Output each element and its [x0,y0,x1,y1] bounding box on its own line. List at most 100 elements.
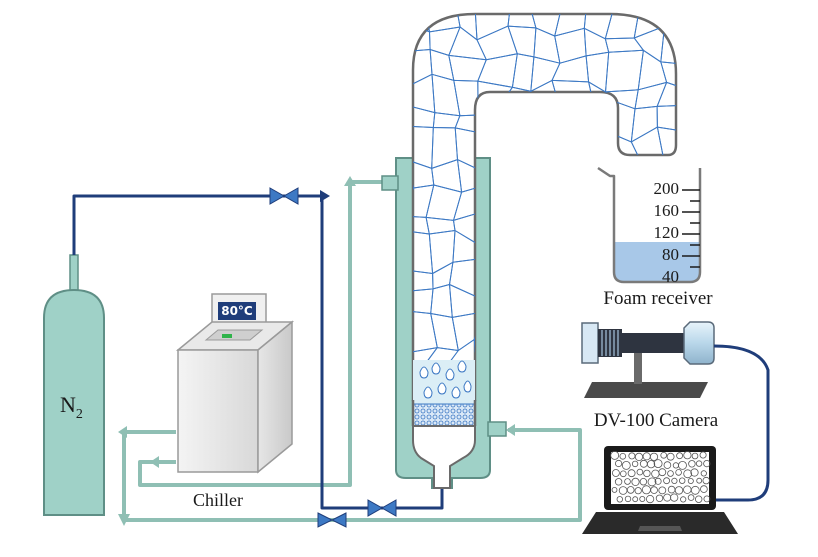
screen-bubble [639,495,646,502]
screen-bubble [683,469,693,479]
receiver-liquid [614,242,700,282]
foam-cell [533,138,561,170]
foam-cell [684,79,724,106]
screen-bubble [679,477,686,484]
screen-bubble [650,486,658,494]
camera-stand-post [634,352,642,384]
camera-stand-base [584,382,708,398]
foam-cell [531,211,569,236]
foam-cell [590,100,614,138]
screen-bubble [688,460,696,468]
screen-bubble [700,470,707,477]
gas-feed-line [72,194,444,510]
foam-cell [514,184,533,212]
screen-bubble [653,459,663,469]
screen-bubble [612,469,620,477]
foam-cell [537,419,567,445]
chiller-unit: 80°C Chiller [175,293,295,510]
camera-rig: DV-100 Camera [581,321,719,431]
foam-cell [501,365,529,400]
screen-bubble [691,452,699,460]
screen-bubble [687,494,695,501]
screen-bubble [680,496,687,503]
foam-cell [503,393,543,400]
foam-cell [477,100,504,141]
foam-cell [499,138,543,165]
screen-bubble [687,477,694,484]
gas-label: N2 [60,392,83,422]
screen-bubble [655,494,664,502]
laptop-foam-image [610,450,711,504]
foam-cell [565,386,586,400]
screen-bubble [675,469,682,476]
gas-valve-upper [269,187,299,205]
screen-bubble [690,485,700,495]
foam-cell [658,14,676,30]
foam-receiver-label: Foam receiver [603,288,713,309]
screen-bubble [639,478,648,486]
screen-bubble [702,476,710,485]
screen-bubble [658,486,667,495]
foam-cell [514,229,541,270]
gas-lines [72,194,444,510]
screen-bubble [628,452,636,460]
screen-bubble [690,468,699,477]
camera-label: DV-100 Camera [594,410,719,431]
screen-bubble [674,486,684,495]
chiller-side [257,320,293,474]
camera-rear [581,322,599,364]
foam-cell [685,102,722,136]
foam-cell [693,4,722,34]
screen-bubble [670,493,679,502]
foam-cell [578,180,617,209]
foam-cell [527,366,567,395]
gas-valve-lower [367,499,397,517]
screen-bubble [663,461,672,469]
foam-cell [513,266,541,300]
screen-bubble [667,470,674,477]
screen-bubble [614,459,623,468]
foam-cell [557,206,592,240]
foam-cell [590,131,614,166]
beaker-scale-label: 120 [654,223,680,242]
foam-cell [511,160,543,192]
foam-cell [514,206,537,236]
screen-bubble [700,485,708,493]
foam-cell [559,159,595,197]
foam-cell [557,102,594,144]
beaker-outline [597,166,702,284]
foam-cell [559,180,591,215]
beaker-ticks [682,189,700,268]
screen-bubble [636,468,644,476]
foam-cell [693,29,725,65]
foam-cell [526,163,561,197]
camera-cable [713,344,770,502]
screen-bubble [624,478,631,485]
foam-cell [557,137,595,170]
camera-lens [622,333,684,353]
foam-cell [656,81,676,107]
screen-bubble [646,460,656,469]
coolant-return-line [122,428,582,522]
foam-cell [685,131,716,167]
foam-cell [557,368,587,392]
coolant-arrows [118,176,515,526]
beaker-scale-label: 200 [654,179,680,198]
foam-cell [556,266,595,289]
foam-cell [533,283,561,318]
foam-cell [612,164,645,188]
screen-bubble [626,486,635,494]
foam-cell [527,340,559,376]
chiller-label: Chiller [193,490,243,510]
foam-cell [534,309,558,352]
screen-bubble [621,460,631,470]
nitrogen-cylinder: N2 [43,254,105,516]
camera-light [683,321,715,365]
laptop-keyboard [582,512,738,534]
screen-bubble [610,450,620,460]
foam-cell [504,419,542,451]
screen-bubble [614,478,623,486]
